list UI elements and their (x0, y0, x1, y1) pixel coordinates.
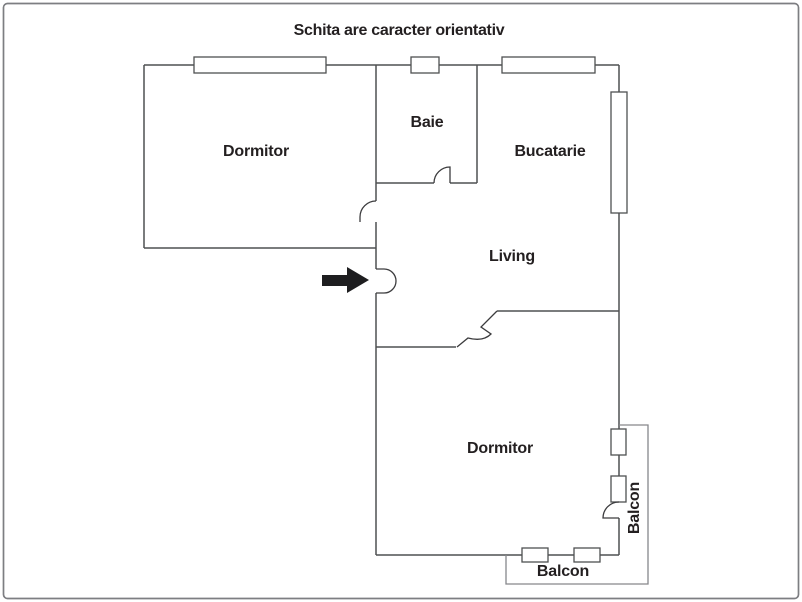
room-label-bucatarie: Bucatarie (514, 143, 586, 160)
balcony-door-arc (602, 501, 620, 519)
room-label-living: Living (489, 248, 535, 265)
window-dormitor-right-2 (610, 475, 627, 503)
dormitor-top-door-arc (359, 200, 377, 222)
window-dormitor-right-1 (610, 428, 627, 456)
baie-door-arc (433, 166, 451, 184)
window-bucatarie-right (610, 91, 628, 214)
living-door-arc (456, 310, 498, 348)
window-baie (410, 56, 440, 74)
wall-lines (143, 64, 620, 556)
entrance-arrow-icon (322, 267, 369, 293)
room-label-baie: Baie (410, 114, 444, 131)
window-dormitor-bottom-2 (573, 547, 601, 563)
window-dormitor-top (193, 56, 327, 74)
room-label-balcon-bottom: Balcon (536, 563, 590, 580)
plan-title: Schita are caracter orientativ (293, 22, 505, 39)
balcony-outline (505, 424, 649, 585)
entrance-door-arc (376, 268, 397, 294)
doors (359, 166, 620, 519)
window-dormitor-bottom-1 (521, 547, 549, 563)
window-bucatarie-top (501, 56, 596, 74)
windows (193, 56, 628, 563)
room-label-dormitor-top: Dormitor (223, 143, 289, 160)
room-label-dormitor-bottom: Dormitor (467, 440, 533, 457)
room-label-balcon-side: Balcon (626, 481, 643, 535)
